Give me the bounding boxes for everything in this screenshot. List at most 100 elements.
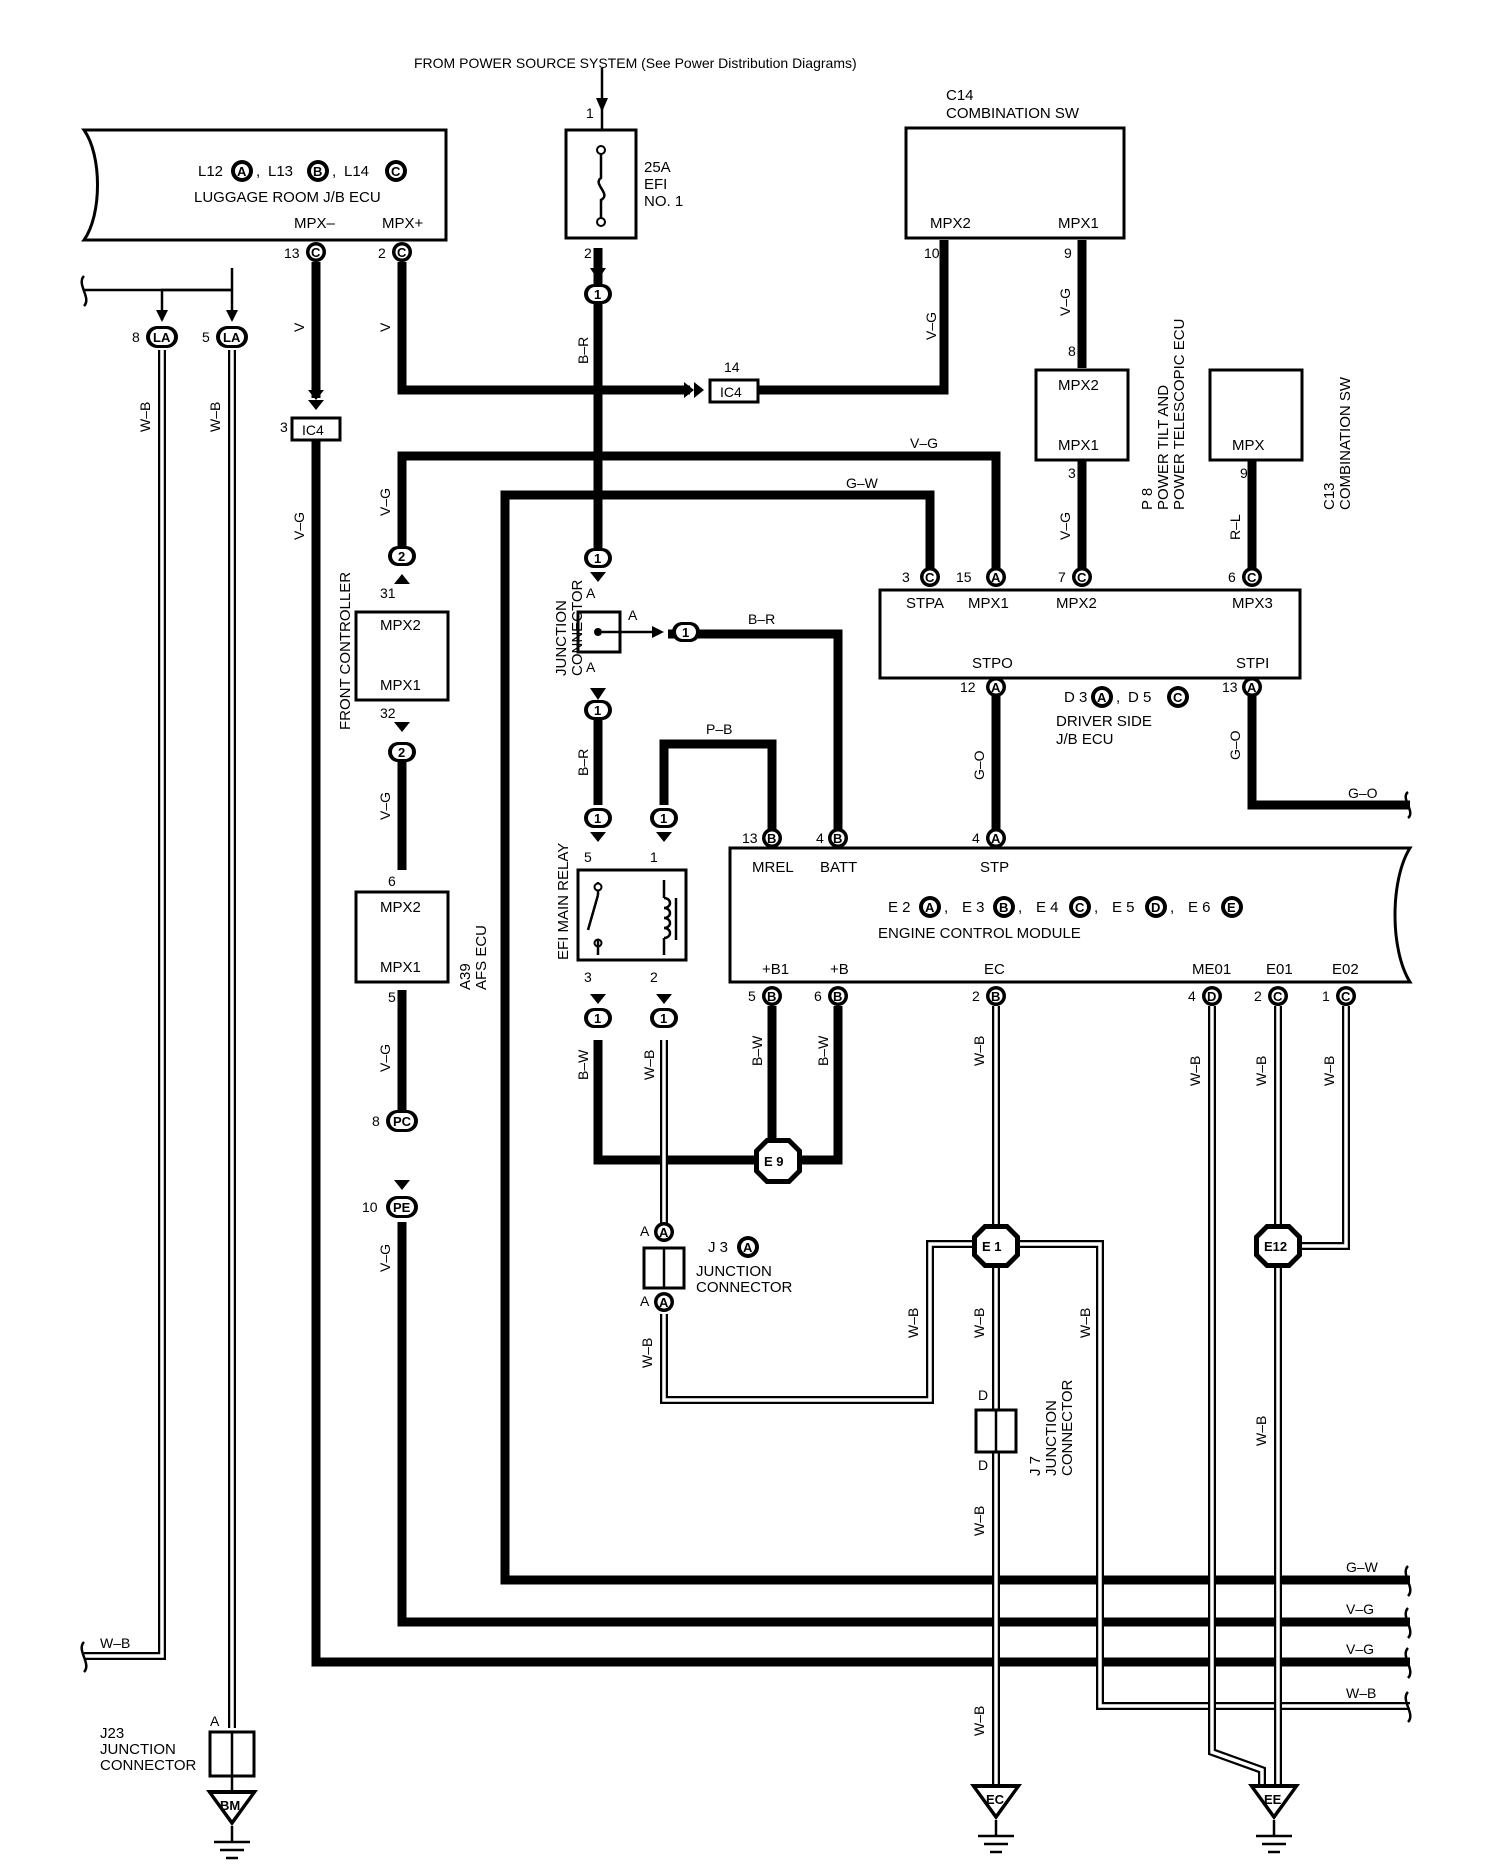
- svg-text:CONNECTOR: CONNECTOR: [100, 1757, 197, 1774]
- svg-text:C: C: [311, 245, 321, 260]
- j3-junction-connector: A A A A J 3 A JUNCTION CONNECTOR: [640, 1222, 793, 1312]
- svg-text:V–G: V–G: [377, 488, 393, 516]
- svg-text:W–B: W–B: [641, 1050, 657, 1080]
- svg-text:1: 1: [594, 703, 601, 718]
- svg-text:10: 10: [924, 245, 940, 261]
- svg-text:BATT: BATT: [820, 859, 857, 876]
- svg-text:1: 1: [650, 849, 658, 865]
- svg-text:B–W: B–W: [815, 1035, 831, 1066]
- svg-text:V: V: [377, 322, 393, 332]
- driver-ecu-name2: J/B ECU: [1056, 731, 1114, 748]
- svg-text:V–G: V–G: [377, 792, 393, 820]
- svg-text:W–B: W–B: [100, 1635, 130, 1651]
- c13-combination-sw-box: [1208, 368, 1304, 462]
- svg-text:A: A: [628, 607, 638, 623]
- svg-text:V–G: V–G: [1346, 1641, 1374, 1657]
- svg-text:A: A: [991, 831, 1001, 846]
- svg-text:31: 31: [380, 585, 396, 601]
- svg-text:MPX–: MPX–: [294, 215, 336, 232]
- svg-text:9: 9: [1064, 245, 1072, 261]
- svg-text:1: 1: [1322, 988, 1330, 1004]
- svg-text:5: 5: [202, 329, 210, 345]
- ground-e12: E12: [1254, 1224, 1302, 1268]
- svg-text:MPX1: MPX1: [380, 959, 421, 976]
- svg-text:W–B: W–B: [207, 402, 223, 432]
- svg-text:D 3: D 3: [1064, 689, 1087, 706]
- svg-text:C: C: [391, 164, 401, 179]
- svg-text:1: 1: [660, 1011, 667, 1026]
- svg-text:C: C: [1341, 989, 1351, 1004]
- svg-text:A: A: [237, 164, 247, 179]
- c13-label: C13 COMBINATION SW: [1321, 376, 1354, 510]
- svg-text:V–G: V–G: [1346, 1601, 1374, 1617]
- svg-text:L13: L13: [268, 163, 293, 180]
- svg-text:,: ,: [1170, 899, 1174, 916]
- svg-text:ME01: ME01: [1192, 961, 1231, 978]
- svg-text:J23: J23: [100, 1725, 124, 1742]
- svg-text:FRONT CONTROLLER: FRONT CONTROLLER: [337, 572, 354, 730]
- svg-text:JUNCTION: JUNCTION: [696, 1263, 772, 1280]
- svg-text:4: 4: [816, 830, 824, 846]
- svg-text:COMBINATION SW: COMBINATION SW: [1337, 376, 1354, 510]
- svg-text:10: 10: [362, 1199, 378, 1215]
- svg-text:A: A: [659, 1225, 669, 1240]
- svg-text:D 5: D 5: [1128, 689, 1151, 706]
- svg-text:1: 1: [594, 1011, 601, 1026]
- ground-e9: E 9: [754, 1138, 802, 1184]
- engine-control-module-box: [728, 846, 1413, 984]
- svg-text:MPX: MPX: [1232, 437, 1265, 454]
- svg-text:E 4: E 4: [1036, 899, 1059, 916]
- svg-text:POWER TELESCOPIC ECU: POWER TELESCOPIC ECU: [1171, 319, 1188, 510]
- svg-text:W–B: W–B: [971, 1036, 987, 1066]
- la-connectors: 8 LA 5 LA: [132, 310, 248, 348]
- afs-ecu-label: A39 AFS ECU: [457, 925, 490, 990]
- svg-text:B: B: [991, 989, 1000, 1004]
- svg-text:C: C: [1247, 570, 1257, 585]
- svg-text:V–G: V–G: [910, 435, 938, 451]
- svg-text:B: B: [833, 989, 842, 1004]
- svg-text:R–L: R–L: [1227, 514, 1243, 540]
- svg-text:C: C: [1075, 900, 1085, 915]
- fuse-rating: 25A: [644, 159, 671, 176]
- svg-text:J 7: J 7: [1027, 1456, 1044, 1476]
- svg-text:2: 2: [650, 969, 658, 985]
- svg-text:E02: E02: [1332, 961, 1359, 978]
- svg-text:3: 3: [902, 569, 910, 585]
- svg-text:STP: STP: [980, 859, 1009, 876]
- svg-text:MPX1: MPX1: [380, 677, 421, 694]
- svg-text:1: 1: [594, 811, 601, 826]
- svg-text:PE: PE: [393, 1200, 411, 1215]
- luggage-room-ecu-box: [81, 128, 448, 242]
- svg-text:6: 6: [388, 873, 396, 889]
- svg-text:B–R: B–R: [575, 749, 591, 776]
- svg-text:13: 13: [284, 245, 300, 261]
- svg-text:D: D: [1151, 900, 1160, 915]
- edge-breaks: [80, 275, 1412, 1723]
- svg-text:1: 1: [660, 811, 667, 826]
- svg-text:IC4: IC4: [302, 422, 324, 438]
- power-source-title: FROM POWER SOURCE SYSTEM (See Power Dist…: [414, 55, 857, 71]
- svg-text:A: A: [210, 1713, 220, 1729]
- svg-text:A: A: [586, 659, 596, 675]
- svg-text:2: 2: [398, 549, 405, 564]
- svg-text:EFI MAIN RELAY: EFI MAIN RELAY: [555, 843, 572, 960]
- svg-text:B: B: [833, 831, 842, 846]
- svg-text:E 1: E 1: [982, 1239, 1002, 1254]
- svg-text:2: 2: [972, 988, 980, 1004]
- svg-text:E 2: E 2: [888, 899, 911, 916]
- svg-text:D: D: [978, 1457, 988, 1473]
- svg-text:MPX2: MPX2: [380, 899, 421, 916]
- svg-text:G–O: G–O: [1348, 785, 1378, 801]
- svg-text:,: ,: [1116, 689, 1120, 706]
- svg-text:MPX+: MPX+: [382, 215, 424, 232]
- svg-text:W–B: W–B: [1253, 1416, 1269, 1446]
- ground-e1: E 1: [972, 1224, 1020, 1268]
- ecm-codes: E 2 A , E 3 B , E 4 C , E 5 D , E 6 E: [888, 896, 1243, 918]
- fuse-name2: NO. 1: [644, 193, 683, 210]
- svg-text:MPX2: MPX2: [380, 617, 421, 634]
- j7-junction-connector: D D J 7 JUNCTION CONNECTOR: [974, 1379, 1076, 1476]
- svg-text:MPX3: MPX3: [1232, 595, 1273, 612]
- svg-text:3: 3: [280, 419, 288, 435]
- svg-text:C13: C13: [1321, 482, 1338, 510]
- svg-text:5: 5: [388, 989, 396, 1005]
